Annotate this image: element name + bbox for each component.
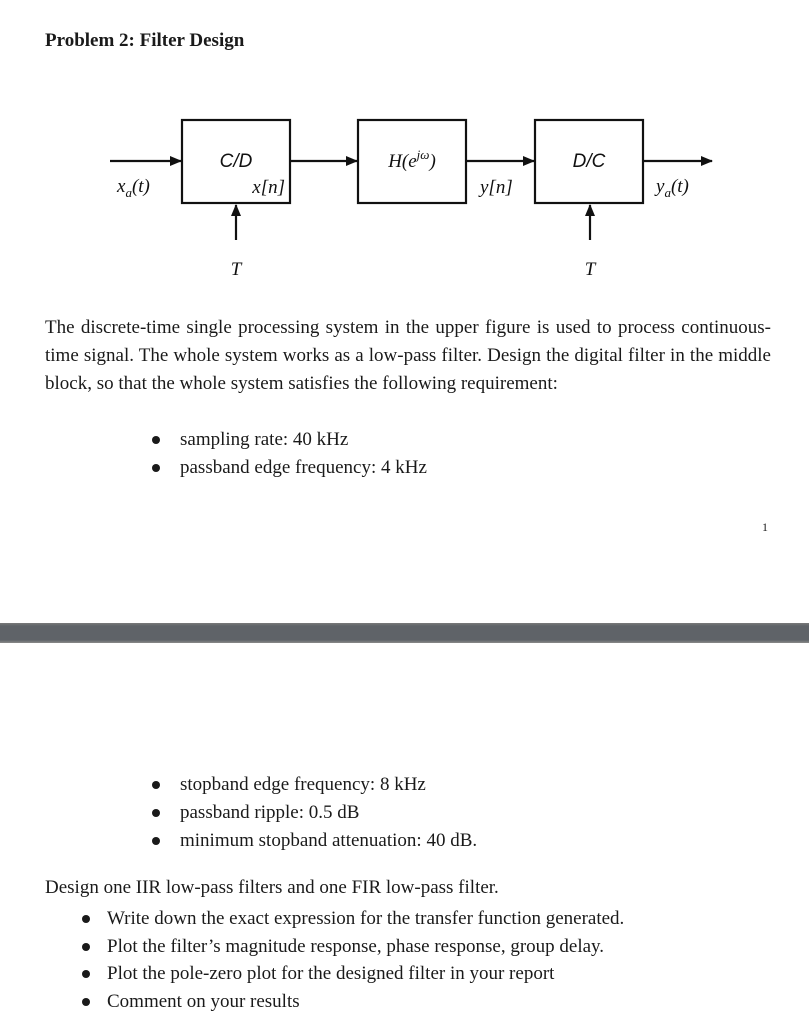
problem-description: The discrete-time single processing syst…	[45, 317, 771, 394]
page-2	[0, 643, 809, 1024]
list-item: passband edge frequency: 4 kHz	[148, 454, 427, 482]
list-item: sampling rate: 40 kHz	[148, 426, 427, 454]
list-item: minimum stopband attenuation: 40 dB.	[148, 827, 477, 855]
list-item: Comment on your results	[78, 988, 624, 1016]
xa-label: xa(t)	[116, 176, 150, 200]
cd-label: C/D	[220, 151, 253, 172]
list-item: Write down the exact expression for the …	[78, 905, 624, 933]
period-label-right: T	[585, 259, 597, 280]
system-block-diagram: C/D D/C H(ejω) xa(t) x[n] y[n] ya(t) T T	[110, 118, 713, 280]
dc-label: D/C	[573, 151, 606, 172]
list-item: passband ripple: 0.5 dB	[148, 799, 477, 827]
problem-title: Problem 2: Filter Design	[45, 30, 245, 51]
period-label-left: T	[231, 259, 243, 280]
xn-label: x[n]	[251, 177, 285, 198]
list-item: Plot the pole-zero plot for the designed…	[78, 960, 624, 988]
list-item: Plot the filter’s magnitude response, ph…	[78, 933, 624, 961]
filter-label: H(ejω)	[387, 147, 436, 172]
page-number: 1	[762, 520, 768, 534]
page-separator	[0, 623, 809, 643]
ya-label: ya(t)	[654, 176, 689, 200]
task-list: Write down the exact expression for the …	[78, 905, 624, 1015]
page-1: Problem 2: Filter Design C/D D/C H(ejω) …	[45, 30, 771, 534]
yn-label: y[n]	[478, 177, 513, 198]
design-instruction: Design one IIR low-pass filters and one …	[45, 877, 499, 898]
list-item: stopband edge frequency: 8 kHz	[148, 771, 477, 799]
requirements-list-page1: sampling rate: 40 kHz passband edge freq…	[148, 426, 427, 482]
requirements-list-page2: stopband edge frequency: 8 kHz passband …	[148, 771, 477, 855]
